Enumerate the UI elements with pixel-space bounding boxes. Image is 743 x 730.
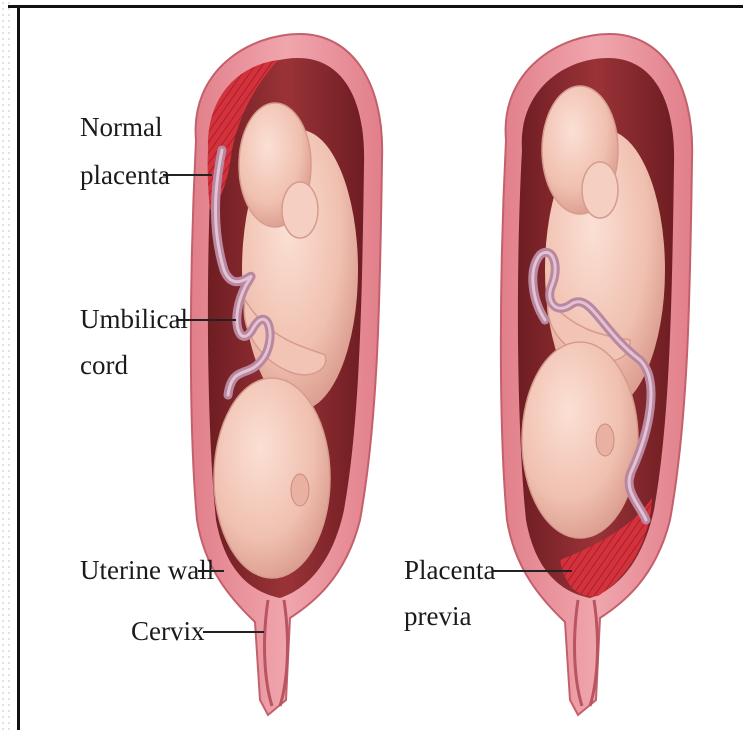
fetus-head-right: [522, 342, 638, 538]
fetus-head-left: [214, 378, 330, 578]
fetus-foot-right: [582, 162, 618, 218]
label-normal-placenta-line1: Normal: [80, 111, 162, 144]
label-uterine-wall: Uterine wall: [80, 554, 214, 587]
uterus-previa: [501, 34, 692, 715]
uterus-normal: [191, 34, 382, 715]
label-normal-placenta-line2: placenta: [80, 159, 170, 192]
label-placenta-previa-line1: Placenta: [404, 554, 495, 587]
label-umbilical-cord-line1: Umbilical: [80, 303, 188, 336]
label-cervix: Cervix: [131, 615, 205, 648]
fetus-ear-right: [596, 424, 614, 456]
fetus-ear-left: [291, 474, 309, 506]
label-umbilical-cord-line2: cord: [80, 349, 128, 382]
fetus-foot-left: [282, 182, 318, 238]
label-placenta-previa-line2: previa: [404, 600, 471, 633]
